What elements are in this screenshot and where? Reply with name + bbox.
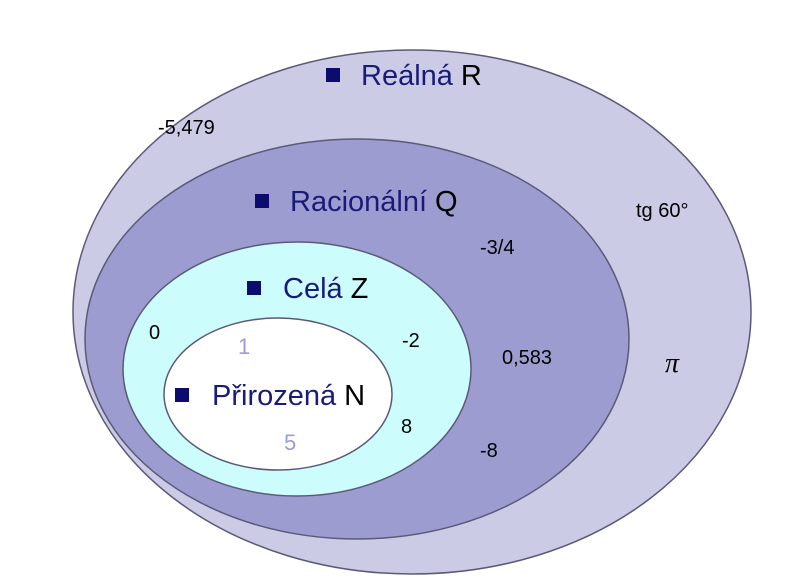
rational-element-2: 0,583 (502, 347, 552, 369)
rational-bullet-icon (255, 194, 269, 208)
integer-element-3: 8 (401, 416, 412, 438)
rational-element-1: -3/4 (480, 237, 514, 259)
real-element-2: tg 60° (636, 200, 688, 222)
real-element-3: π (665, 348, 680, 379)
integer-element-1: 0 (149, 322, 160, 344)
integer-element-2: -2 (402, 330, 420, 352)
real-bullet-icon (326, 68, 340, 82)
integer-bullet-icon (247, 281, 261, 295)
natural-set-ellipse (163, 317, 393, 471)
natural-element-1: 1 (238, 334, 250, 359)
rational-element-3: -8 (480, 440, 498, 462)
natural-element-2: 5 (284, 430, 296, 455)
real-element-1: -5,479 (158, 117, 215, 139)
natural-bullet-icon (175, 388, 189, 402)
